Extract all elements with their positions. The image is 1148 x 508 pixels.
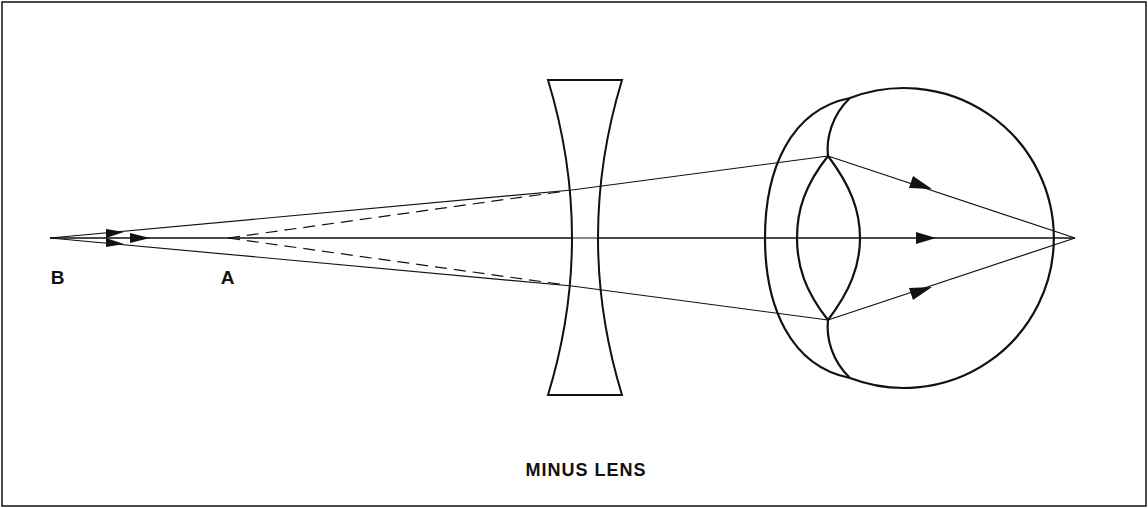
light-rays — [50, 156, 1075, 320]
ray-arrows — [106, 176, 936, 300]
lens-label: MINUS LENS — [525, 461, 646, 479]
point-label: A — [221, 268, 236, 287]
eye — [765, 88, 1054, 388]
point-label: B — [51, 268, 66, 287]
virtual-rays — [228, 191, 566, 285]
